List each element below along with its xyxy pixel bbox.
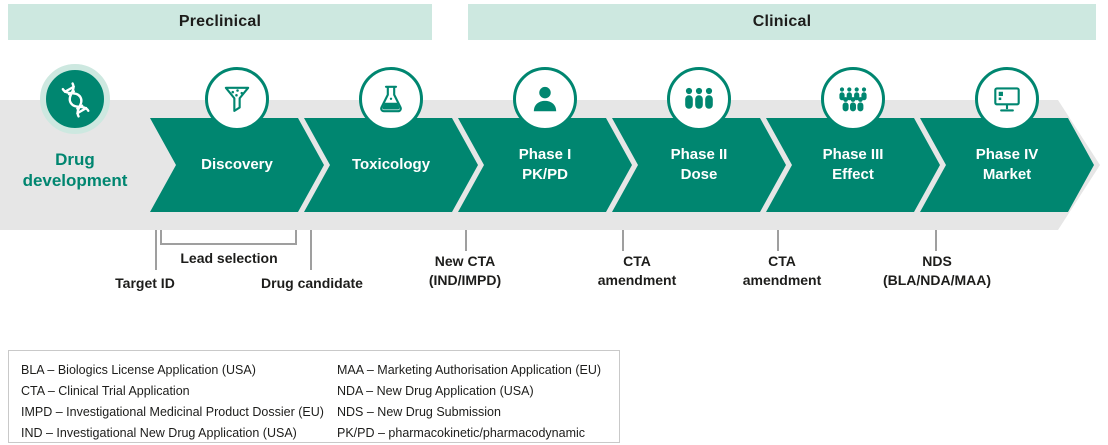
stage-label: Phase IV <box>975 146 1039 163</box>
milestone-nds: NDS (BLA/NDA/MAA) <box>882 253 992 288</box>
milestone-lead-selection: Lead selection <box>180 250 278 266</box>
stage-phase-1: Phase I PK/PD <box>458 118 632 212</box>
milestone-drug-candidate: Drug candidate <box>261 275 363 291</box>
stage-label: Dose <box>680 166 718 183</box>
milestone-new-cta: New CTA (IND/IMPD) <box>428 253 502 288</box>
clinical-label: Clinical <box>752 13 812 30</box>
crowd-icon <box>821 67 885 131</box>
legend-item: MAA – Marketing Authorisation Applicatio… <box>337 363 602 377</box>
stage-label: PK/PD <box>522 166 568 183</box>
person-icon <box>513 67 577 131</box>
legend-item: CTA – Clinical Trial Application <box>21 384 190 398</box>
milestone-cta-amendment-2: CTA amendment <box>742 253 822 288</box>
legend-column-right: MAA – Marketing Authorisation Applicatio… <box>337 360 601 442</box>
legend-item: PK/PD – pharmacokinetic/pharmacodynamic <box>337 426 586 440</box>
monitor-icon <box>975 67 1039 131</box>
dna-icon <box>40 64 110 134</box>
stage-label: Phase III <box>822 146 884 163</box>
funnel-icon <box>205 67 269 131</box>
milestone-cta-amendment-1: CTA amendment <box>597 253 677 288</box>
pipeline-start-label: Drug development <box>22 150 128 190</box>
flask-icon <box>359 67 423 131</box>
tick-cta-amendment-1 <box>622 230 624 251</box>
legend-item: NDA – New Drug Application (USA) <box>337 384 534 398</box>
legend-item: NDS – New Drug Submission <box>337 405 501 419</box>
legend-column-left: BLA – Biologics License Application (USA… <box>21 360 337 442</box>
clinical-band: Clinical <box>468 4 1096 40</box>
stage-label: Toxicology <box>351 156 431 173</box>
stage-label: Discovery <box>201 156 273 173</box>
stage-label: Market <box>982 166 1032 183</box>
preclinical-label: Preclinical <box>178 13 262 30</box>
stage-toxicology: Toxicology <box>304 118 478 212</box>
stage-phase-4: Phase IV Market <box>920 118 1094 212</box>
legend-item: BLA – Biologics License Application (USA… <box>21 363 256 377</box>
milestone-target-id: Target ID <box>115 275 175 291</box>
tick-new-cta <box>465 230 467 251</box>
lead-selection-bracket <box>160 230 297 245</box>
preclinical-band: Preclinical <box>8 4 432 40</box>
stage-phase-3: Phase III Effect <box>766 118 940 212</box>
tick-drug-candidate <box>310 230 312 270</box>
stage-phase-2: Phase II Dose <box>612 118 786 212</box>
stage-label: Phase II <box>670 146 728 163</box>
tick-cta-amendment-2 <box>777 230 779 251</box>
tick-target-id <box>155 230 157 270</box>
legend-item: IMPD – Investigational Medicinal Product… <box>21 405 324 419</box>
stage-discovery: Discovery <box>150 118 324 212</box>
stage-label: Effect <box>832 166 874 183</box>
legend-item: IND – Investigational New Drug Applicati… <box>21 426 297 440</box>
tick-nds <box>935 230 937 251</box>
group-icon <box>667 67 731 131</box>
stage-label: Phase I <box>518 146 572 163</box>
abbreviation-legend: BLA – Biologics License Application (USA… <box>8 350 620 443</box>
